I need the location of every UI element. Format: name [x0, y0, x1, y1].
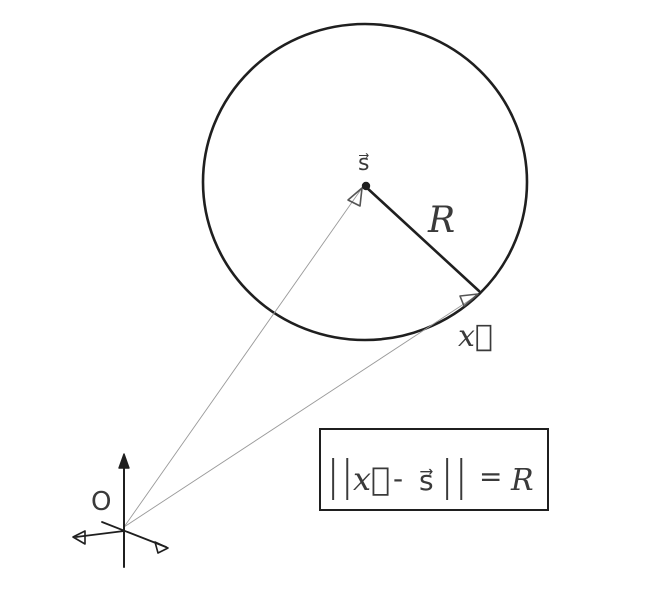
circle-point-label: x⃗	[458, 319, 493, 354]
origin-to-circle-point-line	[123, 295, 477, 528]
center-label: s⃗	[358, 151, 369, 176]
radius-label: R	[427, 200, 455, 241]
radius-line	[364, 185, 481, 293]
equation-equals: =	[479, 460, 502, 493]
equation-minus: -	[393, 462, 403, 495]
equation-frame	[319, 428, 549, 511]
equation-rhs: R	[510, 463, 534, 498]
equation-vector-s: s⃗	[419, 464, 434, 497]
origin-to-center-line	[123, 187, 363, 528]
equation-left-bars: ||	[326, 451, 354, 500]
circle-point-arrowhead-icon	[459, 293, 479, 307]
equation-box: || x⃗ - s⃗ || = R	[319, 428, 549, 511]
y-axis-arrowhead-icon	[154, 541, 169, 554]
x-axis	[75, 530, 125, 538]
equation-vector-x: x⃗	[353, 460, 390, 498]
z-axis-arrowhead-icon	[118, 453, 130, 469]
center-point	[361, 181, 371, 191]
center-arrowhead-icon	[347, 187, 363, 207]
x-axis-arrowhead-icon	[72, 530, 86, 545]
origin-label: O	[91, 487, 111, 517]
circle-boundary	[201, 22, 529, 342]
equation-right-bars: ||	[440, 451, 468, 500]
